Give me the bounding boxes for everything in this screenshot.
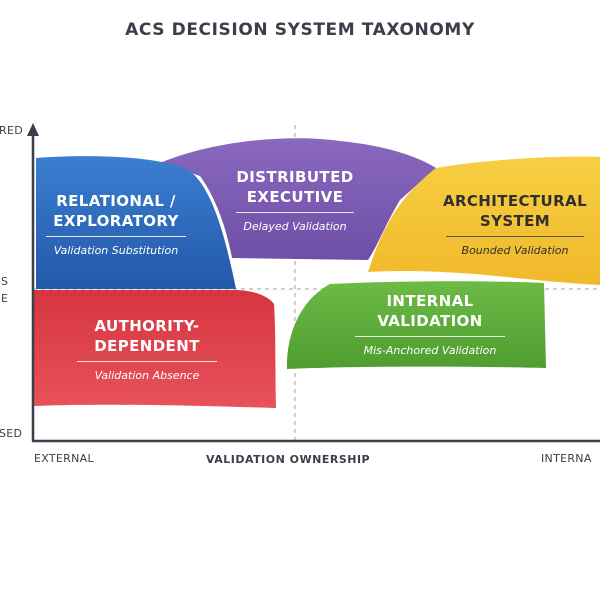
y-axis-arrow-icon xyxy=(27,123,39,136)
region-subtitle: Bounded Validation xyxy=(461,244,569,257)
x-axis-title: VALIDATION OWNERSHIP xyxy=(206,453,371,466)
region-title-line-1: AUTHORITY- xyxy=(94,317,200,335)
x-axis-right-label: INTERNA xyxy=(541,452,592,465)
region-title-line-1: DISTRIBUTED xyxy=(236,168,354,186)
y-axis-bottom-label: SED xyxy=(0,427,23,440)
label-distributed-executive: DISTRIBUTED EXECUTIVE Delayed Validation xyxy=(220,167,370,234)
region-title-line-1: ARCHITECTURAL xyxy=(442,192,588,210)
diagram-title: ACS DECISION SYSTEM TAXONOMY xyxy=(125,20,475,40)
region-subtitle: Mis-Anchored Validation xyxy=(363,344,497,357)
region-subtitle: Delayed Validation xyxy=(243,220,347,233)
region-subtitle: Validation Absence xyxy=(94,369,200,382)
region-title-line-2: DEPENDENT xyxy=(94,337,200,355)
region-authority-dependent xyxy=(34,290,276,408)
region-title-line-2: VALIDATION xyxy=(377,312,483,330)
region-title-line-1: INTERNAL xyxy=(386,292,474,310)
title-underline xyxy=(236,212,354,213)
title-underline xyxy=(77,361,217,362)
region-subtitle: Validation Substitution xyxy=(53,244,179,257)
label-relational-exploratory: RELATIONAL / EXPLORATORY Validation Subs… xyxy=(36,191,196,258)
region-title-line-2: EXPLORATORY xyxy=(53,212,179,230)
y-axis-mid-label-line-2: E xyxy=(1,292,9,305)
label-architectural-system: ARCHITECTURAL SYSTEM Bounded Validation xyxy=(430,191,600,258)
region-distributed-executive xyxy=(160,138,436,260)
region-title-line-2: EXECUTIVE xyxy=(246,188,344,206)
y-axis-mid-label-line-1: S xyxy=(1,275,9,288)
title-underline xyxy=(46,236,186,237)
region-architectural-system xyxy=(368,156,600,285)
label-authority-dependent: AUTHORITY- DEPENDENT Validation Absence xyxy=(72,316,222,383)
title-underline xyxy=(355,336,505,337)
region-internal-validation xyxy=(286,281,546,369)
region-relational-exploratory xyxy=(36,156,236,289)
y-axis-top-label: RED xyxy=(0,124,23,137)
region-title-line-1: RELATIONAL / xyxy=(56,192,176,210)
label-internal-validation: INTERNAL VALIDATION Mis-Anchored Validat… xyxy=(348,291,512,358)
title-underline xyxy=(446,236,584,237)
region-title-line-2: SYSTEM xyxy=(479,212,551,230)
x-axis-left-label: EXTERNAL xyxy=(34,452,94,465)
